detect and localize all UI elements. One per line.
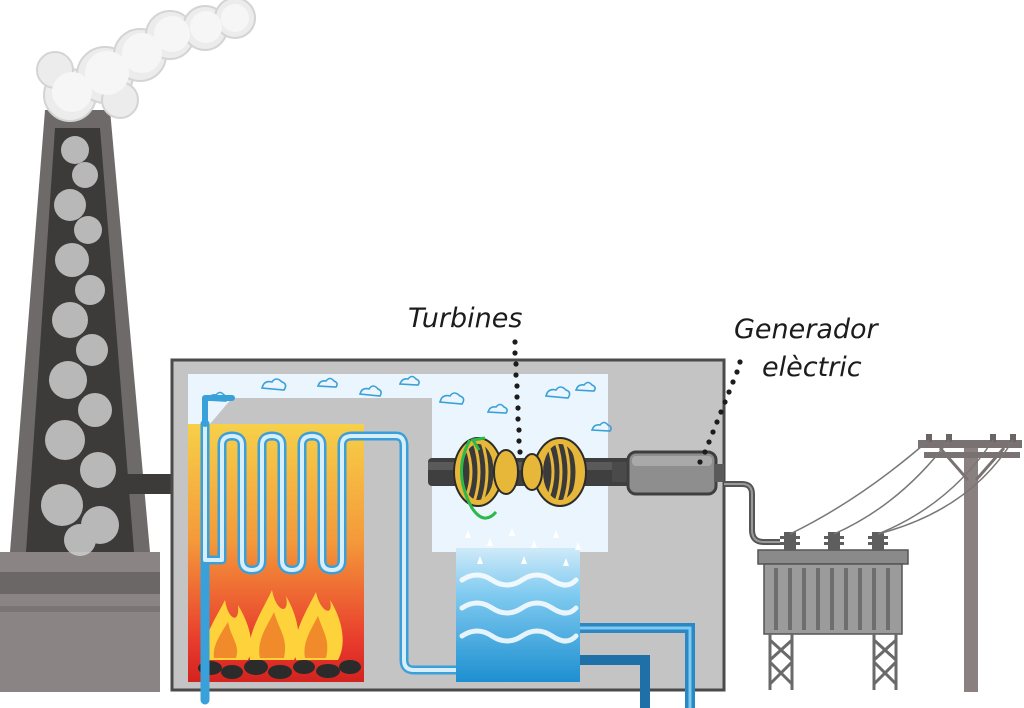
chimney bbox=[0, 0, 256, 692]
generator-label-line1: Generador bbox=[734, 314, 880, 345]
boiler-furnace bbox=[188, 424, 364, 682]
chimney-smoke bbox=[41, 136, 119, 556]
transformer bbox=[757, 532, 909, 690]
condenser-tank bbox=[456, 528, 695, 708]
flue-duct bbox=[120, 474, 178, 494]
turbines-label: Turbines bbox=[408, 303, 522, 334]
flames bbox=[204, 590, 343, 660]
turbines-pointer bbox=[512, 339, 523, 455]
turbine-left bbox=[453, 437, 519, 507]
utility-pole bbox=[789, 434, 1022, 692]
generator-pointer bbox=[697, 359, 743, 465]
turbine-right bbox=[521, 437, 587, 507]
steam-chamber bbox=[188, 374, 608, 552]
steam-puffs bbox=[206, 375, 612, 432]
turbine-assembly bbox=[428, 436, 636, 520]
steam-pipe bbox=[200, 395, 475, 705]
electric-generator bbox=[612, 450, 724, 496]
generator-label-line2: elèctric bbox=[762, 352, 862, 383]
rotation-arrow-icon bbox=[460, 436, 498, 520]
